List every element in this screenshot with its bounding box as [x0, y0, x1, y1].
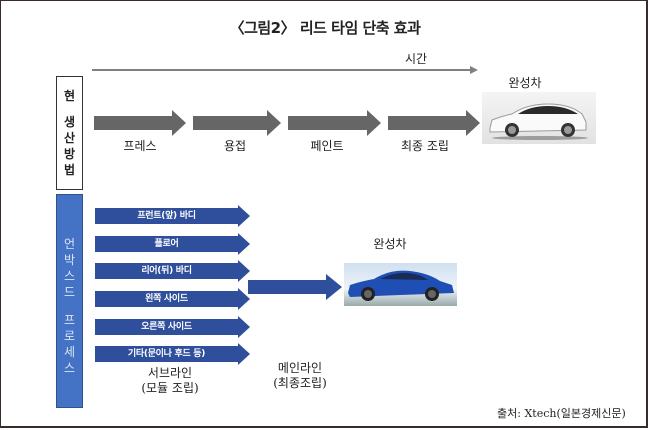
label-char: 생 [63, 115, 76, 129]
blue-sedan-car-icon [344, 263, 457, 306]
subline-label: 오른쪽 사이드 [95, 319, 238, 335]
subline-arrow: 왼쪽 사이드 [95, 288, 250, 310]
finished-car-label: 완성차 [373, 237, 407, 251]
mainline-caption: 메인라인 (최종조립) [250, 361, 350, 391]
subline-caption: 서브라인 (모듈 조립) [120, 366, 220, 396]
label-char: 프 [63, 313, 76, 327]
figure-title: 〈그림2〉 리드 타임 단축 효과 [229, 19, 421, 37]
current-method-box [56, 76, 83, 190]
subline-caption-line: (모듈 조립) [141, 381, 199, 395]
subline-arrow: 기타(문이나 후드 등) [95, 343, 250, 365]
time-axis-arrowhead [470, 66, 478, 74]
subline-label: 프런트(앞) 바디 [95, 208, 238, 224]
time-axis-label: 시간 [405, 52, 428, 66]
label-char: 방 [63, 147, 76, 161]
mainline-caption-line: (최종조립) [273, 376, 327, 390]
label-char: 세 [63, 345, 76, 359]
step-arrow-weld [193, 110, 281, 136]
subline-label: 리어(뒤) 바디 [95, 263, 238, 279]
mainline-arrow [248, 274, 343, 300]
finished-car-label: 완성차 [508, 76, 542, 90]
subline-label: 기타(문이나 후드 등) [95, 346, 238, 362]
unboxed-process-label: 언 박 스 드 프 로 세 스 [56, 236, 83, 376]
step-label: 페인트 [310, 139, 344, 153]
label-char: 드 [63, 285, 76, 299]
subline-arrow: 프런트(앞) 바디 [95, 205, 250, 227]
step-label: 최종 조립 [401, 139, 449, 153]
step-arrow-final-assembly [388, 110, 480, 136]
label-char: 현 [63, 89, 76, 103]
unboxed-process-box [56, 194, 83, 408]
subline-arrow: 오른쪽 사이드 [95, 316, 250, 338]
step-label: 용접 [223, 139, 247, 153]
mainline-caption-line: 메인라인 [277, 361, 323, 375]
label-char: 로 [63, 329, 76, 343]
label-char: 법 [63, 163, 76, 177]
current-method-label: 현 생 산 방 법 [56, 88, 83, 178]
time-axis-line [92, 69, 472, 71]
subline-arrow: 플로어 [95, 233, 250, 255]
label-char: 스 [63, 269, 76, 283]
label-char: 산 [63, 131, 76, 145]
step-arrow-paint [288, 110, 381, 136]
subline-label: 왼쪽 사이드 [95, 291, 238, 307]
step-arrow-press [94, 110, 186, 136]
source-note: 출처: Xtech(일본경제신문) [497, 407, 626, 420]
label-char: 박 [63, 253, 76, 267]
subline-arrow: 리어(뒤) 바디 [95, 260, 250, 282]
subline-label: 플로어 [95, 236, 238, 252]
subline-caption-line: 서브라인 [147, 366, 193, 380]
label-char: 스 [63, 361, 76, 375]
step-label: 프레스 [123, 139, 157, 153]
label-char: 언 [63, 237, 76, 251]
white-suv-car-icon [482, 92, 596, 144]
